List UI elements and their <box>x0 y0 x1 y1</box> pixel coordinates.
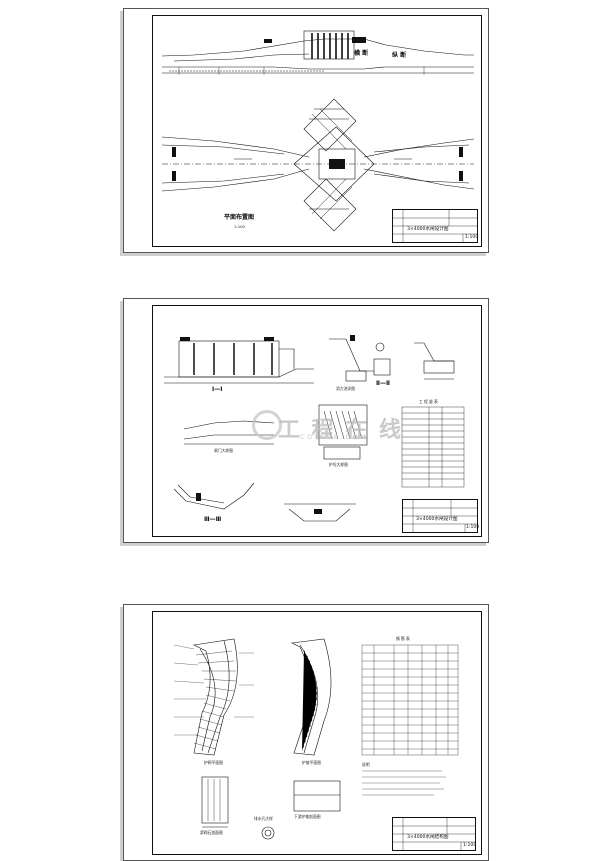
sheet-2-border <box>152 305 482 537</box>
section-label-top: 横 断 <box>354 50 369 57</box>
title-block-2: 3×4000水闸设计图 1:100 <box>402 499 480 533</box>
detail-3-label: 护坦大样图 <box>329 462 348 467</box>
rebar-table-title: 钢 筋 表 <box>396 636 410 641</box>
plan-title: 平面布置图 <box>224 214 255 221</box>
section-2-2-label: Ⅱ—Ⅱ <box>376 380 390 387</box>
quantity-table-title: 工 程 量 表 <box>419 399 438 404</box>
watermark-text: 工 程 在 线 <box>278 418 403 443</box>
plan-b-label: 护坡平面图 <box>302 760 321 765</box>
plan-scale: 1:100 <box>234 224 245 229</box>
drawing-sheet-1: 横 断 纵 断 平面布置图 1:100 3×4000水闸设计图 1:100 <box>123 8 489 253</box>
watermark-logo-icon <box>252 410 282 440</box>
sheet-1-border <box>152 15 482 247</box>
detail-b-label: 下游护坡剖面图 <box>294 814 321 819</box>
section-3-3-label: Ⅲ—Ⅲ <box>204 516 222 523</box>
sheet-3-border <box>152 611 482 855</box>
title-block-1-scale: 1:100 <box>465 235 479 240</box>
title-block-2-scale: 1:100 <box>466 525 480 530</box>
sheet-1-drawing <box>161 30 475 232</box>
drawing-sheet-3: 护砌平面图 护坡平面图 钢 筋 表 说明 浆砌石剖面图 下游护坡剖面图 排水孔大… <box>123 604 489 861</box>
detail-2-label: 闸门大样图 <box>214 448 233 453</box>
notes-title: 说明 <box>362 762 370 767</box>
detail-a-label: 浆砌石剖面图 <box>200 830 223 835</box>
detail-c-label: 排水孔大样 <box>254 816 273 821</box>
title-block-3-name: 3×4000水闸结构图 <box>407 835 449 840</box>
title-block-3: 3×4000水闸结构图 1:100 <box>392 817 476 851</box>
sheet-2-drawing <box>164 335 465 522</box>
watermark-subtext: COINEE.COM <box>300 434 369 441</box>
plan-a-label: 护砌平面图 <box>204 760 223 765</box>
title-block-2-name: 3×4000水闸设计图 <box>416 517 458 522</box>
title-block-3-scale: 1:100 <box>463 843 477 848</box>
title-block-1-name: 3×4000水闸设计图 <box>407 227 449 232</box>
drawing-sheet-2: Ⅰ—Ⅰ 消力池详图 Ⅱ—Ⅱ 闸门大样图 护坦大样图 Ⅲ—Ⅲ 工 程 量 表 3×… <box>123 298 489 543</box>
detail-1-label: 消力池详图 <box>336 386 355 391</box>
section-label-right: 纵 断 <box>392 52 407 59</box>
sheet-3-drawing <box>173 638 459 840</box>
section-1-1-label: Ⅰ—Ⅰ <box>212 386 223 393</box>
title-block-1: 3×4000水闸设计图 1:100 <box>392 209 478 243</box>
